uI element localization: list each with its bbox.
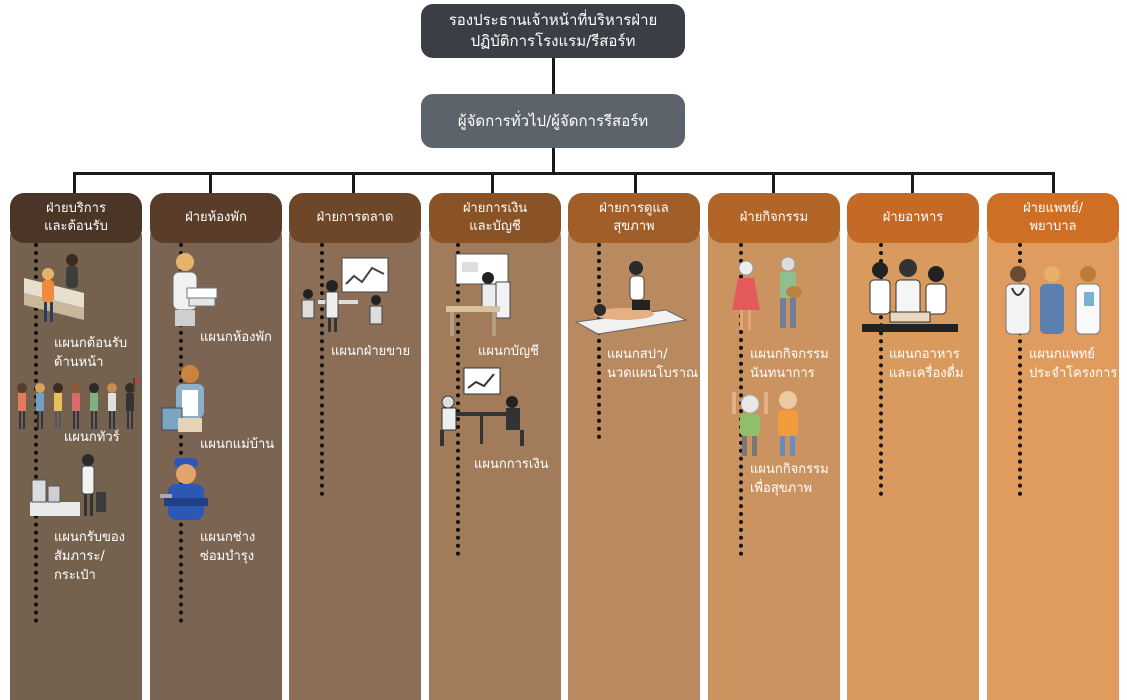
dept-label-line: นันทนาการ — [750, 366, 815, 381]
dept-label-line: แผนกกิจกรรม — [750, 347, 829, 362]
dotted-line-activity — [739, 243, 743, 556]
dept-label-line: ซ่อมบำรุง — [200, 549, 255, 564]
division-title: และต้อนรับ — [44, 219, 108, 234]
division-body-activity — [708, 223, 840, 700]
connector-activity — [772, 172, 775, 194]
dept-label-line: แผนกการเงิน — [474, 457, 549, 472]
dept-health-activity-label: แผนกกิจกรรม เพื่อสุขภาพ — [750, 460, 829, 498]
spa-massage-illustration — [574, 261, 688, 335]
dept-accounting-label: แผนกบัญชี — [478, 342, 539, 361]
dotted-line-finance — [456, 243, 460, 556]
connector-service — [73, 172, 76, 194]
finance-meeting-illustration — [440, 367, 524, 446]
connector-health — [634, 172, 637, 194]
dept-front-desk-label: แผนกต้อนรับ ด้านหน้า — [54, 334, 127, 372]
division-title: ฝ่ายการเงิน — [462, 201, 528, 216]
dept-label-line: แผนกอาหาร — [889, 347, 960, 362]
dept-label-line: แผนกต้อนรับ — [54, 336, 128, 351]
connector-finance — [491, 172, 494, 194]
division-title: และบัญชี — [469, 219, 521, 234]
connector-food — [911, 172, 914, 194]
horizontal-bus — [74, 172, 1055, 175]
dotted-line-service — [34, 243, 38, 623]
accountant-illustration — [446, 253, 511, 336]
dept-housekeeping-label: แผนกแม่บ้าน — [200, 435, 274, 454]
division-header-food: ฝ่ายอาหาร — [847, 193, 979, 243]
elderly-exercise-illustration — [732, 391, 798, 456]
dept-label-line: ประจำโครงการ — [1029, 366, 1118, 381]
dept-recreation-label: แผนกกิจกรรม นันทนาการ — [750, 345, 829, 383]
dotted-line-rooms — [179, 243, 183, 623]
vp-title-line1: รองประธานเจ้าหน้าที่บริหารฝ่าย — [448, 11, 658, 29]
dept-label-line: แผนกช่าง — [200, 530, 256, 545]
general-manager-title: ผู้จัดการทั่วไป/ผู้จัดการรีสอร์ท — [457, 112, 649, 130]
connector-marketing — [352, 172, 355, 194]
division-title: ฝ่ายการดูแล — [599, 201, 669, 216]
vp-operations-box: รองประธานเจ้าหน้าที่บริหารฝ่าย ปฏิบัติกา… — [421, 4, 685, 58]
dancing-couple-illustration — [732, 256, 802, 330]
division-header-rooms: ฝ่ายห้องพัก — [150, 193, 282, 243]
dept-label-line: แผนกแพทย์ — [1029, 347, 1095, 362]
room-staff-illustration — [172, 253, 218, 326]
dept-label-line: ด้านหน้า — [54, 355, 104, 370]
dept-label-line: แผนกฝ่ายขาย — [331, 344, 411, 359]
dept-rooms-label: แผนกห้องพัก — [200, 328, 272, 347]
dept-label-line: กระเป๋า — [54, 568, 96, 583]
division-title: พยาบาล — [1029, 219, 1077, 234]
dotted-line-marketing — [320, 243, 324, 496]
connector-manager-bus — [552, 148, 555, 174]
dept-label-line: แผนกสปา/ — [607, 347, 668, 362]
division-header-activity: ฝ่ายกิจกรรม — [708, 193, 840, 243]
dept-sales-label: แผนกฝ่ายขาย — [331, 342, 410, 361]
luggage-illustration — [30, 454, 106, 516]
dotted-line-medical — [1018, 243, 1022, 496]
division-header-finance: ฝ่ายการเงิน และบัญชี — [429, 193, 561, 243]
housekeeper-illustration — [161, 365, 204, 432]
division-title: สุขภาพ — [613, 219, 655, 234]
dotted-line-food — [879, 243, 883, 496]
dotted-line-health — [597, 243, 601, 439]
mechanic-illustration — [160, 458, 208, 520]
dept-label-line: นวดแผนโบราณ — [607, 366, 699, 381]
dept-food-label: แผนกอาหาร และเครื่องดื่ม — [889, 345, 964, 383]
division-title: ฝ่ายการตลาด — [316, 210, 394, 225]
dept-label-line: แผนกทัวร์ — [64, 430, 120, 445]
dept-tour-label: แผนกทัวร์ — [64, 428, 120, 447]
dept-label-line: แผนกห้องพัก — [200, 330, 272, 345]
sales-meeting-illustration — [301, 257, 389, 332]
division-header-medical: ฝ่ายแพทย์/ พยาบาล — [987, 193, 1119, 243]
connector-vp-manager — [552, 58, 555, 94]
medical-staff-illustration — [1005, 266, 1101, 335]
dept-label-line: และเครื่องดื่ม — [889, 366, 964, 381]
division-title: ฝ่ายแพทย์/ — [1022, 201, 1084, 216]
dept-finance-label: แผนกการเงิน — [474, 455, 549, 474]
dept-label-line: แผนกแม่บ้าน — [200, 437, 275, 452]
vp-title-line2: ปฏิบัติการโรงแรม/รีสอร์ท — [470, 32, 636, 50]
division-title: ฝ่ายบริการ — [46, 201, 106, 216]
tour-group-illustration — [17, 378, 138, 429]
dept-spa-label: แผนกสปา/ นวดแผนโบราณ — [607, 345, 698, 383]
division-header-service: ฝ่ายบริการ และต้อนรับ — [10, 193, 142, 243]
dept-label-line: แผนกรับของ — [54, 530, 126, 545]
chefs-illustration — [862, 259, 958, 332]
dept-label-line: สัมภาระ/ — [54, 549, 105, 564]
reception-desk-illustration — [24, 254, 84, 322]
division-body-rooms — [150, 223, 282, 700]
connector-medical — [1052, 172, 1055, 194]
connector-rooms — [209, 172, 212, 194]
division-title: ฝ่ายห้องพัก — [185, 210, 247, 225]
dept-medical-label: แผนกแพทย์ ประจำโครงการ — [1029, 345, 1117, 383]
dept-label-line: แผนกบัญชี — [478, 344, 539, 359]
division-header-health: ฝ่ายการดูแล สุขภาพ — [568, 193, 700, 243]
division-title: ฝ่ายกิจกรรม — [739, 210, 809, 225]
division-title: ฝ่ายอาหาร — [882, 210, 944, 225]
dept-maintenance-label: แผนกช่าง ซ่อมบำรุง — [200, 528, 255, 566]
dept-label-line: เพื่อสุขภาพ — [750, 481, 813, 496]
dept-luggage-label: แผนกรับของ สัมภาระ/ กระเป๋า — [54, 528, 125, 585]
general-manager-box: ผู้จัดการทั่วไป/ผู้จัดการรีสอร์ท — [421, 94, 685, 148]
division-header-marketing: ฝ่ายการตลาด — [289, 193, 421, 243]
dept-label-line: แผนกกิจกรรม — [750, 462, 829, 477]
